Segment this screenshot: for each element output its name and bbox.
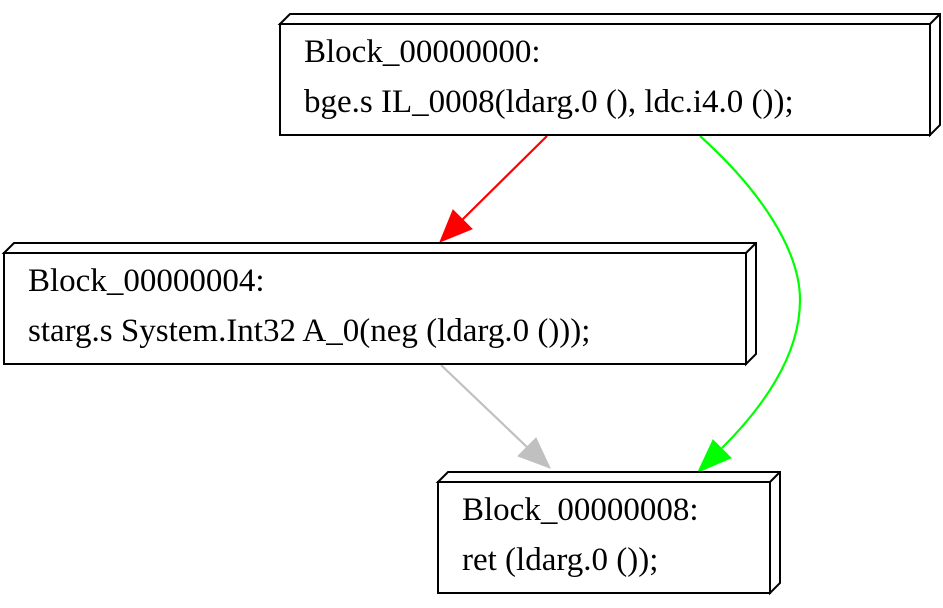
edge-line xyxy=(461,135,548,221)
edge-arrowhead xyxy=(517,437,551,469)
node-block-00000008: Block_00000008: ret (ldarg.0 ()); xyxy=(435,471,781,596)
node-label: Block_00000000: xyxy=(304,34,541,70)
node-box xyxy=(3,252,747,365)
node-code: starg.s System.Int32 A_0(neg (ldarg.0 ()… xyxy=(28,313,590,349)
edge-block0-to-block8 xyxy=(696,135,802,473)
node-code: ret (ldarg.0 ()); xyxy=(462,542,658,578)
node-box xyxy=(279,23,931,136)
edge-arrowhead xyxy=(439,209,473,243)
node-code: bge.s IL_0008(ldarg.0 (), ldc.i4.0 ()); xyxy=(304,84,794,120)
edge-block4-to-block8 xyxy=(440,364,551,469)
node-block-00000000: Block_00000000: bge.s IL_0008(ldarg.0 ()… xyxy=(277,13,941,138)
node-box xyxy=(437,481,771,594)
node-block-00000004: Block_00000004: starg.s System.Int32 A_0… xyxy=(1,242,757,367)
edge-line xyxy=(440,364,529,449)
edges xyxy=(439,135,802,473)
node-label: Block_00000008: xyxy=(462,492,699,528)
edge-arrowhead xyxy=(696,439,732,473)
edge-block0-to-block4 xyxy=(439,135,548,243)
node-label: Block_00000004: xyxy=(28,263,265,299)
edge-line xyxy=(699,135,802,449)
